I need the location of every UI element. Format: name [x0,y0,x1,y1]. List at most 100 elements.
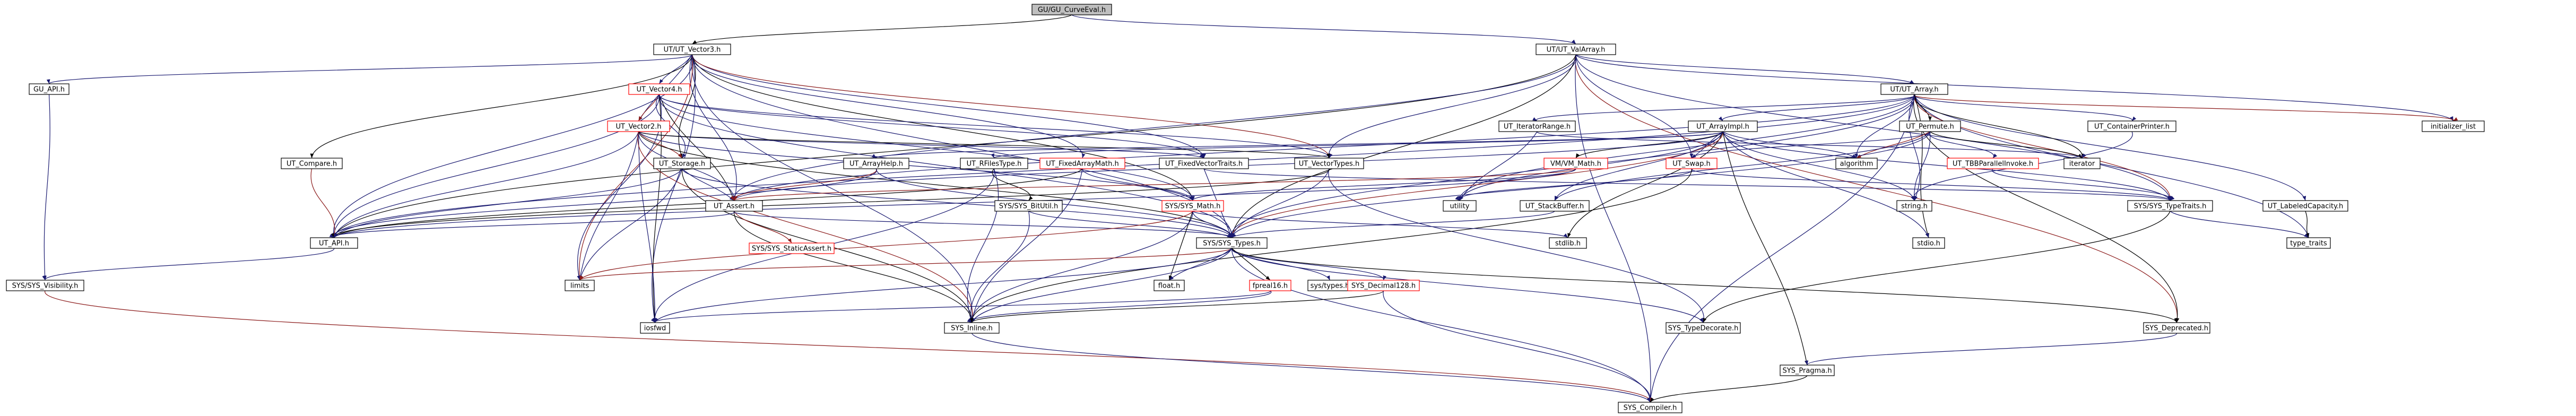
node-label-utrfiletype: UT_RFilesType.h [967,160,1022,168]
node-label-sysvisibility: SYS/SYS_Visibility.h [12,282,79,290]
edge-utvector4-to-utapi [332,94,660,238]
node-utfixedarraymath[interactable]: UT_FixedArrayMath.h [1039,158,1125,169]
node-label-utcompare: UT_Compare.h [287,160,337,168]
node-systypetraits[interactable]: SYS/SYS_TypeTraits.h [2127,200,2213,212]
node-utassert[interactable]: UT_Assert.h [705,200,763,212]
node-utstackbuffer[interactable]: UT_StackBuffer.h [1520,200,1590,212]
node-guapi[interactable]: GU_API.h [29,83,70,95]
node-utarrayhelp[interactable]: UT_ArrayHelp.h [843,158,909,169]
edge-utarray-to-typetraits [1914,94,2310,238]
node-sysinline[interactable]: SYS_Inline.h [944,322,1000,334]
node-utcontainerprinter[interactable]: UT_ContainerPrinter.h [2087,120,2176,132]
edge-utvector3-to-utstorage [678,54,696,159]
edge-utrfiletype-to-sysbitutil [992,168,1033,201]
node-sysdecimal[interactable]: SYS_Decimal128.h [1347,280,1420,291]
edge-utpermute-to-iterator [1930,131,2083,159]
node-box-initlist [2422,120,2485,132]
node-box-utcompare [281,158,343,169]
node-utrfiletype[interactable]: UT_RFilesType.h [960,158,1028,169]
node-utiterrange[interactable]: UT_IteratorRange.h [1498,120,1576,132]
node-systypedecorate[interactable]: SYS_TypeDecorate.h [1666,322,1741,334]
edge-utvector2-to-utvectortypes [638,131,1330,159]
edge-utvector2-to-sysmath [638,131,1193,201]
edge-systypetraits-to-systypedecorate [1703,211,2171,323]
node-sysvisibility[interactable]: SYS/SYS_Visibility.h [6,280,84,291]
edge-utarray-to-utassert [733,94,1915,201]
node-utvector3[interactable]: UT/UT_Vector3.h [653,44,731,55]
edge-utcompare-to-utapi [310,168,337,238]
node-utlabeledcap[interactable]: UT_LabeledCapacity.h [2262,200,2348,212]
node-typetraits[interactable]: type_traits [2286,237,2331,249]
node-box-utvector2 [607,120,670,132]
node-box-sysdeprecated [2143,322,2210,334]
node-label-uttbbparallel: UT_TBBParallelInvoke.h [1953,160,2033,168]
edge-systypes-to-syscompiler [1231,248,1652,403]
node-syscompiler[interactable]: SYS_Compiler.h [1618,402,1682,413]
edge-utarrayimpl-to-syspragma [1722,131,1808,366]
edge-fpreal16-to-iosfwd [650,290,1271,323]
edge-systypetraits-to-typetraits [2170,211,2309,238]
node-box-sysdecimal [1347,280,1420,291]
node-box-utility [1443,200,1477,212]
node-label-utvalarray: UT/UT_ValArray.h [1547,46,1606,54]
node-utvectortypes[interactable]: UT_VectorTypes.h [1294,158,1364,169]
node-box-stdio [1912,237,1945,249]
edge-utstackbuffer-to-systypes [1231,211,1555,238]
node-fpreal16[interactable]: fpreal16.h [1249,280,1291,291]
node-sysdeprecated[interactable]: SYS_Deprecated.h [2143,322,2210,334]
node-iosfwd[interactable]: iosfwd [640,322,670,334]
node-label-sysdecimal: SYS_Decimal128.h [1351,282,1416,290]
node-label-floath: float.h [1158,282,1181,290]
node-initlist[interactable]: initializer_list [2422,120,2485,132]
node-utpermute[interactable]: UT_Permute.h [1899,120,1961,132]
node-uttbbparallel[interactable]: UT_TBBParallelInvoke.h [1947,158,2039,169]
node-sysbitutil[interactable]: SYS/SYS_BitUtil.h [994,200,1063,212]
node-utvector4[interactable]: UT_Vector4.h [628,83,690,95]
node-label-sysinline: SYS_Inline.h [951,325,993,333]
node-utswap[interactable]: UT_Swap.h [1666,158,1718,169]
edge-systypes-to-iosfwd [654,248,1233,323]
node-utstorage[interactable]: UT_Storage.h [653,158,711,169]
node-label-utvector4: UT_Vector4.h [636,86,682,94]
edge-utarray-to-utarrayimpl [1718,94,1915,122]
node-utfixedvectortraits[interactable]: UT_FixedVectorTraits.h [1159,158,1249,169]
node-systypes[interactable]: SYS/SYS_Types.h [1196,237,1268,249]
edge-utvector3-to-utcompare [310,54,693,159]
edge-utarray-to-initlist [1913,94,2458,122]
node-vmmath[interactable]: VM/VM_Math.h [1543,158,1608,169]
node-box-utarray [1880,83,1948,95]
edge-utarray-to-systypetraits [1914,94,2173,201]
node-utarrayimpl[interactable]: UT_ArrayImpl.h [1688,120,1758,132]
node-sysmath[interactable]: SYS/SYS_Math.h [1161,200,1224,212]
node-algorithm[interactable]: algorithm [1835,158,1878,169]
node-limits[interactable]: limits [565,280,595,291]
node-utcompare[interactable]: UT_Compare.h [281,158,343,169]
node-utvalarray[interactable]: UT/UT_ValArray.h [1536,44,1616,55]
node-iterator[interactable]: iterator [2063,158,2101,169]
node-utility[interactable]: utility [1443,200,1477,212]
node-box-floath [1153,280,1185,291]
node-box-utstackbuffer [1520,200,1590,212]
node-label-limits: limits [570,282,589,290]
edge-utpermute-to-systypes [1230,131,1931,238]
edge-utvector2-to-utfixedvectortraits [638,131,1204,159]
node-syspragma[interactable]: SYS_Pragma.h [1780,365,1835,376]
edge-utvalarray-to-initlist [1575,54,2454,122]
edge-utvector2-to-systypes [638,131,1233,238]
node-stdlib[interactable]: stdlib.h [1549,237,1587,249]
node-utapi[interactable]: UT_API.h [310,237,358,249]
edge-sysbitutil-to-sysinline [969,211,1030,323]
edge-systypes-to-sysinline [971,248,1233,323]
node-floath[interactable]: float.h [1153,280,1185,291]
node-utarray[interactable]: UT/UT_Array.h [1880,83,1948,95]
node-box-typetraits [2286,237,2331,249]
node-systypesh[interactable]: sys/types.h [1307,280,1352,291]
node-sysstaticassert[interactable]: SYS/SYS_StaticAssert.h [749,242,835,254]
node-stdio[interactable]: stdio.h [1912,237,1945,249]
node-utvector2[interactable]: UT_Vector2.h [607,120,670,132]
node-label-algorithm: algorithm [1840,160,1874,168]
edge-utarrayimpl-to-string [1722,131,1915,201]
node-string[interactable]: string.h [1896,200,1932,212]
